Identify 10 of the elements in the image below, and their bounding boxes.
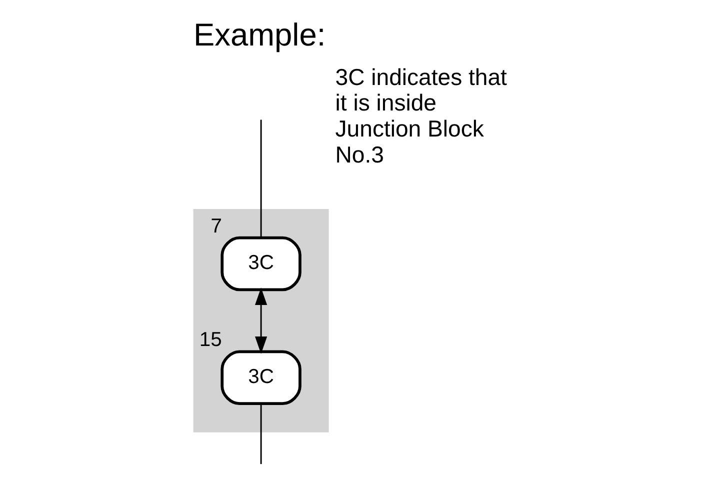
node-box: 3C: [220, 350, 301, 406]
connector: [260, 120, 262, 238]
diagram-title: Example:: [193, 16, 326, 53]
cluster: [192, 209, 328, 432]
label: 3C indicates that it is inside Junction Block No.3: [334, 64, 506, 168]
arrow: [254, 288, 267, 354]
node-label: 15: [198, 329, 222, 352]
connector: [260, 404, 262, 464]
node-label: 7: [210, 215, 222, 238]
node-box: 3C: [220, 236, 301, 292]
